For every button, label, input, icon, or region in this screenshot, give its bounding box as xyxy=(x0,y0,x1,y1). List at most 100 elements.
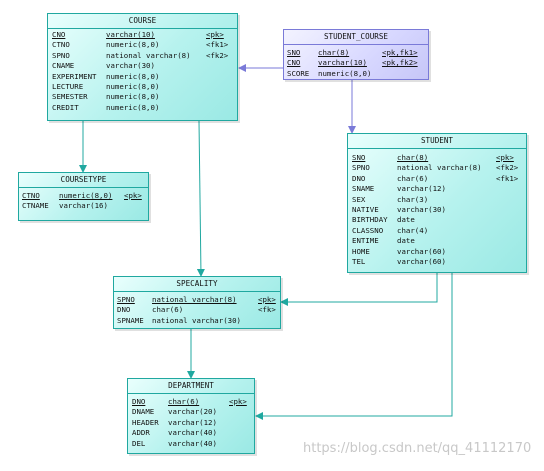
column-name: SPNO xyxy=(352,163,370,173)
column-type: char(3) xyxy=(397,194,429,204)
column-type: numeric(8,0) xyxy=(106,92,160,102)
column-name: CNO xyxy=(287,58,301,68)
column-type: varchar(10) xyxy=(106,30,155,39)
table-specality-title: SPECALITY xyxy=(114,277,280,292)
column-key: <fk2> xyxy=(496,163,519,173)
column-name: SEMESTER xyxy=(52,92,88,102)
table-row: CTNO numeric(8,0) <fk1> xyxy=(48,40,237,50)
column-type: numeric(8,0) xyxy=(106,102,160,112)
column-name: SNO xyxy=(352,153,366,162)
table-student[interactable]: STUDENT SNO char(8) <pk> SPNO national varch… xyxy=(347,133,527,273)
table-student-title: STUDENT xyxy=(348,134,526,149)
table-row: CNO varchar(10) <pk> xyxy=(48,30,237,40)
column-key: <pk> xyxy=(206,30,224,39)
table-row: LECTURE numeric(8,0) xyxy=(48,82,237,92)
table-row: SEMESTER numeric(8,0) xyxy=(48,92,237,102)
column-name: ADDR xyxy=(132,428,150,438)
link-course-specality xyxy=(196,120,205,277)
column-type: date xyxy=(397,236,415,246)
table-row: SPNO national varchar(8) <fk2> xyxy=(348,163,526,173)
column-key: <pk> xyxy=(229,397,247,406)
table-row: SPNO national varchar(8) <fk2> xyxy=(48,51,237,61)
column-name: CLASSNO xyxy=(352,225,384,235)
table-row: CNAME varchar(30) xyxy=(48,61,237,71)
column-key: <pk,fk2> xyxy=(382,58,418,68)
column-name: CTNO xyxy=(52,40,70,50)
column-type: varchar(40) xyxy=(168,428,217,438)
column-type: varchar(30) xyxy=(106,61,155,71)
column-name: CREDIT xyxy=(52,102,79,112)
column-type: national varchar(8) xyxy=(106,50,191,60)
column-name: DNO xyxy=(352,173,366,183)
column-type: varchar(10) xyxy=(318,58,367,68)
column-type: varchar(12) xyxy=(397,184,446,194)
table-row: HOME varchar(60) xyxy=(348,247,526,257)
table-row: CREDIT numeric(8,0) xyxy=(48,103,237,113)
column-type: char(4) xyxy=(397,225,429,235)
link-student-department xyxy=(255,273,453,420)
table-course[interactable]: COURSE CNO varchar(10) <pk> CTNO numeric(8,0… xyxy=(47,13,238,121)
column-type: varchar(60) xyxy=(397,246,446,256)
column-type: numeric(8,0) xyxy=(59,191,113,200)
column-name: SNO xyxy=(287,48,301,57)
column-name: CNAME xyxy=(52,61,75,71)
column-type: national varchar(8) xyxy=(152,295,237,304)
column-type: numeric(8,0) xyxy=(106,81,160,91)
column-name: CNO xyxy=(52,30,66,39)
column-name: HOME xyxy=(352,246,370,256)
column-type: char(6) xyxy=(152,305,184,315)
column-type: varchar(12) xyxy=(168,417,217,427)
table-coursetype-title: COURSETYPE xyxy=(19,173,148,188)
column-type: numeric(8,0) xyxy=(318,68,372,78)
column-type: varchar(60) xyxy=(397,256,446,266)
column-key: <pk> xyxy=(496,153,514,162)
column-key: <fk1> xyxy=(206,40,229,50)
column-type: char(8) xyxy=(397,153,429,162)
table-row: SCORE numeric(8,0) xyxy=(284,69,428,79)
column-type: numeric(8,0) xyxy=(106,40,160,50)
column-name: DNO xyxy=(132,397,146,406)
table-row: CNO varchar(10) <pk,fk2> xyxy=(284,58,428,68)
table-student-course-title: STUDENT_COURSE xyxy=(284,30,428,45)
column-type: national varchar(8) xyxy=(397,163,482,173)
column-key: <pk> xyxy=(124,191,142,200)
column-name: DNO xyxy=(117,305,131,315)
column-type: varchar(16) xyxy=(59,201,108,211)
table-row: CTNAME varchar(16) xyxy=(19,201,148,211)
column-key: <fk2> xyxy=(206,50,229,60)
column-type: varchar(30) xyxy=(397,204,446,214)
column-name: DNAME xyxy=(132,407,155,417)
column-name: CTNAME xyxy=(22,201,49,211)
column-key: <pk> xyxy=(258,295,276,304)
column-name: SPNO xyxy=(52,50,70,60)
column-name: SCORE xyxy=(287,68,310,78)
column-name: LECTURE xyxy=(52,81,84,91)
table-course-title: COURSE xyxy=(48,14,237,29)
table-row: CLASSNO char(4) xyxy=(348,226,526,236)
watermark: https://blog.csdn.net/qq_41112170 xyxy=(303,441,532,456)
table-student-columns: SNO char(8) <pk> SPNO national varchar(8) <fk… xyxy=(348,149,526,267)
